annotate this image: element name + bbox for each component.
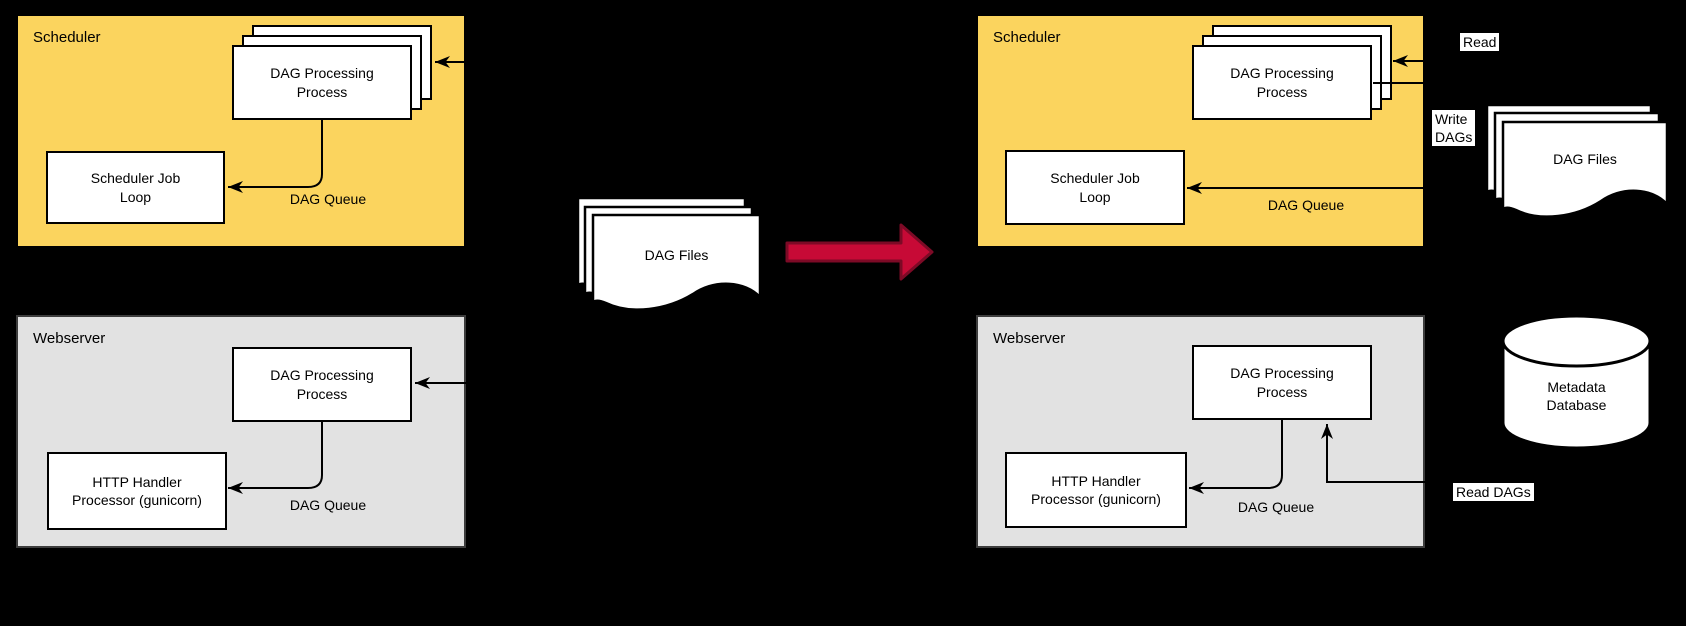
before-scheduler-title: Scheduler <box>33 29 101 46</box>
before-webserver-title: Webserver <box>33 330 106 347</box>
before-webserver-process-box: DAG Processing Process <box>232 347 412 422</box>
write-dags-annotation: Write DAGs <box>1432 110 1476 147</box>
database-top <box>1501 314 1652 368</box>
after-scheduler-job-loop-box: Scheduler Job Loop <box>1005 150 1185 225</box>
document-sheet-icon <box>1501 120 1669 218</box>
metadata-database-label: Metadata Database <box>1546 379 1607 414</box>
after-scheduler-queue-label: DAG Queue <box>1267 197 1345 213</box>
before-scheduler-job-loop-box: Scheduler Job Loop <box>46 151 225 224</box>
central-dag-files-label: DAG Files <box>644 247 709 263</box>
after-webserver-handler-box: HTTP Handler Processor (gunicorn) <box>1005 452 1187 528</box>
after-dag-files-label: DAG Files <box>1553 151 1617 167</box>
read-dags-annotation: Read DAGs <box>1453 483 1534 502</box>
after-webserver-process-box: DAG Processing Process <box>1192 345 1372 420</box>
after-scheduler-process-box: DAG Processing Process <box>1192 45 1372 120</box>
transition-arrow-icon <box>785 223 934 281</box>
before-webserver-handler-box: HTTP Handler Processor (gunicorn) <box>47 452 227 530</box>
after-webserver-title: Webserver <box>993 330 1066 347</box>
after-scheduler-title: Scheduler <box>993 29 1061 46</box>
before-scheduler-queue-label: DAG Queue <box>289 191 367 207</box>
before-webserver-queue-label: DAG Queue <box>289 497 367 513</box>
before-scheduler-process-box: DAG Processing Process <box>232 45 412 120</box>
after-webserver-queue-label: DAG Queue <box>1237 499 1315 515</box>
read-annotation: Read <box>1460 33 1500 52</box>
